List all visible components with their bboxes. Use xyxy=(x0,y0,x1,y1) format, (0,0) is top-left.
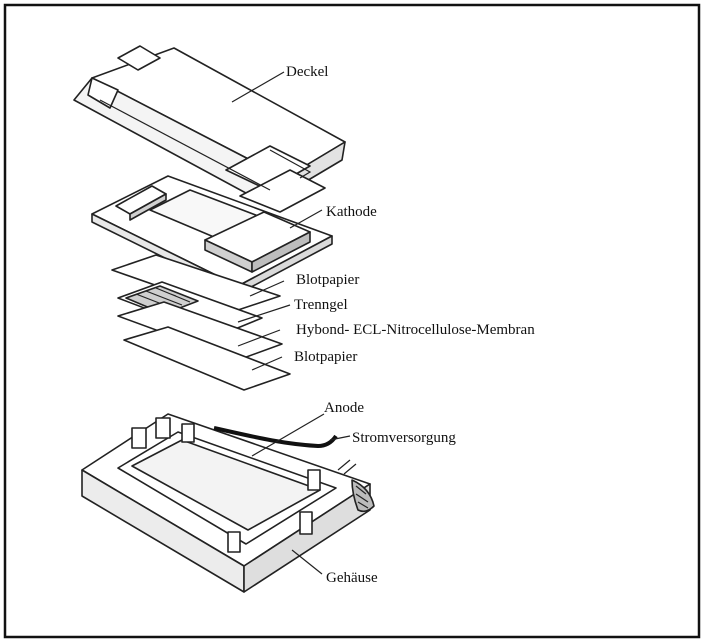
label-gehaeuse: Gehäuse xyxy=(326,570,378,586)
post-4 xyxy=(308,470,320,490)
label-deckel: Deckel xyxy=(286,64,328,80)
label-stromversorgung: Stromversorgung xyxy=(352,430,456,446)
post-5 xyxy=(300,512,312,534)
label-membran: Hybond- ECL-Nitrocellulose-Membran xyxy=(296,322,535,338)
label-blotpapier-oben: Blotpapier xyxy=(296,272,359,288)
post-6 xyxy=(228,532,240,552)
post-3 xyxy=(182,424,194,442)
post-1 xyxy=(132,428,146,448)
label-blotpapier-unten: Blotpapier xyxy=(294,349,357,365)
post-2 xyxy=(156,418,170,438)
label-anode: Anode xyxy=(324,400,364,416)
label-kathode: Kathode xyxy=(326,204,377,220)
label-trenngel: Trenngel xyxy=(294,297,348,313)
